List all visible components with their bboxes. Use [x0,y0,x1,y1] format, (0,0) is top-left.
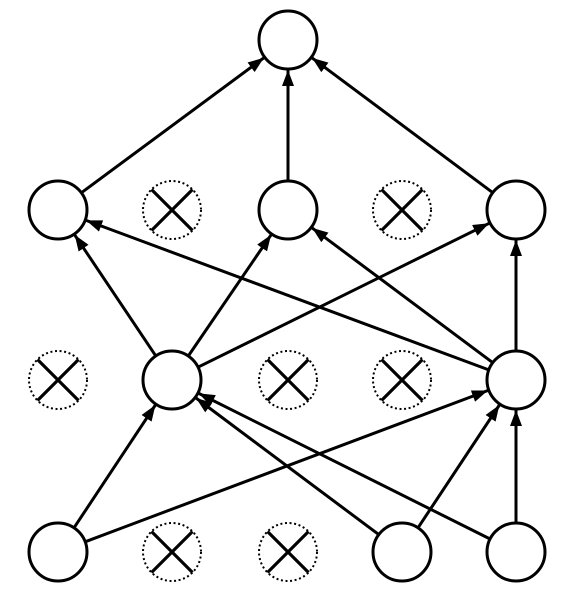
node-circle [485,349,547,411]
cross-icon-stroke-2 [150,188,194,232]
active-node-o1 [257,9,319,71]
dropped-node-b2 [142,180,202,240]
dropped-node-b4 [372,180,432,240]
edge-a2-to-b3 [187,233,273,357]
active-node-b1 [27,179,89,241]
active-node-i1 [27,521,89,583]
node-circle [371,521,433,583]
edge-a2-to-b5 [197,221,490,369]
nodes-layer [27,9,547,583]
node-circle [27,521,89,583]
active-node-a2 [141,349,203,411]
dropped-node-a1 [28,350,88,410]
cross-icon-stroke-2 [150,530,194,574]
cross-icon-stroke-2 [380,188,424,232]
dropped-node-i2 [142,522,202,582]
edge-b1-to-o1 [80,56,265,195]
cross-icon-stroke-2 [266,530,310,574]
edge-i5-to-a2 [198,392,491,541]
node-circle [485,521,547,583]
edge-a5-to-b3 [311,226,494,364]
node-circle [27,179,89,241]
edge-a2-to-b1 [73,234,158,357]
cross-icon-stroke-2 [36,358,80,402]
node-circle [485,179,547,241]
active-node-b3 [257,179,319,241]
active-node-a5 [485,349,547,411]
edge-b5-to-o1 [311,56,494,194]
edge-i4-to-a5 [416,404,501,529]
edge-i4-to-a2 [195,396,380,536]
cross-icon-stroke-2 [266,358,310,402]
active-node-i5 [485,521,547,583]
cross-icon-stroke-2 [380,358,424,402]
edge-a5-to-b1 [85,218,490,372]
active-node-b5 [485,179,547,241]
active-node-i4 [371,521,433,583]
dropped-node-a4 [372,350,432,410]
edge-i1-to-a2 [72,404,157,529]
dropped-node-i3 [258,522,318,582]
edges-layer [72,56,522,544]
dropped-node-a3 [258,350,318,410]
node-circle [141,349,203,411]
node-circle [257,9,319,71]
node-circle [257,179,319,241]
